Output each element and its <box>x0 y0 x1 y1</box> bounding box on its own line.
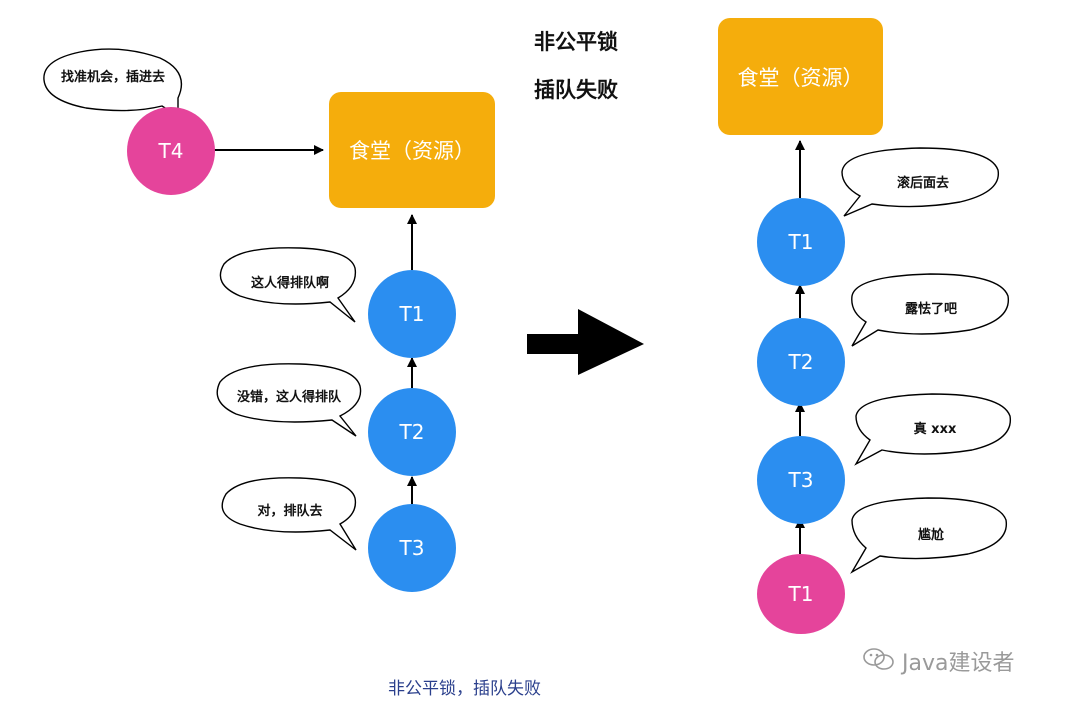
left-speech-t3: 对，排队去 <box>257 503 323 519</box>
bubble-right-t3 <box>854 393 1011 466</box>
bubble-left-t3 <box>221 477 357 551</box>
left-node-t3: T3 <box>368 504 456 592</box>
right-node-t1: T1 <box>757 198 845 286</box>
right-node-t2: T2 <box>757 318 845 406</box>
bubble-left-t1 <box>219 247 357 323</box>
bubble-right-t2 <box>851 273 1009 347</box>
caption: 非公平锁，插队失败 <box>388 679 541 699</box>
left-speech-t4: 找准机会，插进去 <box>60 69 165 85</box>
transition-arrow <box>527 309 644 375</box>
left-speech-t1: 这人得排队啊 <box>250 275 329 291</box>
left-node-t2: T2 <box>368 388 456 476</box>
watermark-text: Java建设者 <box>902 651 1015 676</box>
right-node-t1b: T1 <box>757 554 845 634</box>
right-speech-t2: 露怯了吧 <box>904 301 957 317</box>
title-line2: 插队失败 <box>534 78 618 102</box>
wechat-icon <box>863 648 894 670</box>
title-line1: 非公平锁 <box>534 30 618 54</box>
bubble-left-t2 <box>216 363 362 437</box>
bubble-right-t1 <box>841 147 999 217</box>
right-speech-t1b: 尴尬 <box>917 527 944 543</box>
right-speech-t3: 真 xxx <box>913 421 957 437</box>
left-node-t4: T4 <box>127 107 215 195</box>
left-node-t1: T1 <box>368 270 456 358</box>
bubble-left-t4 <box>43 48 183 118</box>
right-speech-t1: 滚后面去 <box>896 175 949 191</box>
left-speech-t2: 没错，这人得排队 <box>236 389 341 405</box>
bubble-right-t1b <box>850 497 1007 574</box>
left-resource-box: 食堂（资源） <box>329 92 495 208</box>
right-resource-box: 食堂（资源） <box>718 18 883 135</box>
right-node-t3: T3 <box>757 436 845 524</box>
